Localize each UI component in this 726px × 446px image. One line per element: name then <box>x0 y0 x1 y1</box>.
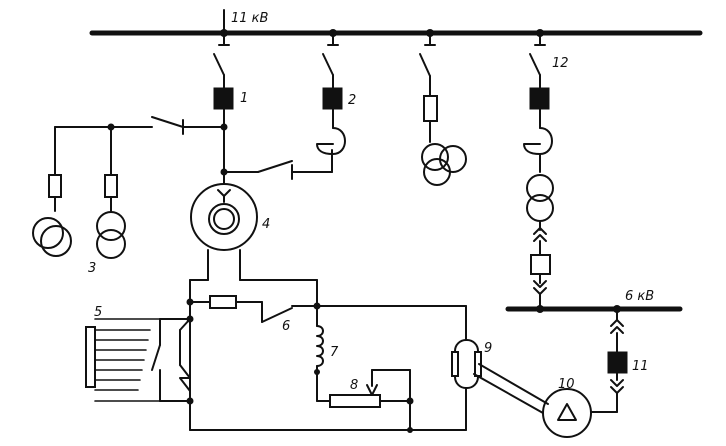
label-9: 9 <box>484 341 492 356</box>
machine-4 <box>190 183 258 281</box>
aux-transformer-branch <box>32 116 225 259</box>
feeder-11 <box>590 308 628 413</box>
label-5: 5 <box>94 305 102 320</box>
label-11kv: 11 кВ <box>231 11 269 26</box>
label-4: 4 <box>262 217 270 232</box>
label-11: 11 <box>632 359 649 374</box>
label-6: 6 <box>282 319 290 334</box>
feeder-3 <box>419 32 467 186</box>
busbar-11kv <box>89 9 703 37</box>
field-winding-5 <box>85 318 191 402</box>
aux-transformer-a-winding-2 <box>40 225 72 257</box>
label-2: 2 <box>348 93 356 108</box>
label-1: 1 <box>240 91 248 106</box>
circuit-breaker-2 <box>322 87 343 110</box>
label-8: 8 <box>350 378 358 393</box>
label-10: 10 <box>558 377 575 392</box>
exciter-9 <box>451 305 549 431</box>
circuit-breaker-12 <box>529 87 550 110</box>
feeder-1 <box>213 32 234 185</box>
bypass-link <box>223 149 333 180</box>
label-12: 12 <box>552 56 569 71</box>
feeder-2 <box>316 32 346 155</box>
aux-transformer-b-winding-1 <box>96 211 126 241</box>
excitation-circuit <box>179 267 467 433</box>
label-6kv: 6 кВ <box>625 289 654 304</box>
busbar-6kv <box>505 305 683 313</box>
label-7: 7 <box>330 345 339 360</box>
aux-transformer-b-winding-2 <box>96 229 126 259</box>
motor-10 <box>542 388 592 438</box>
feeder-12 <box>523 32 554 310</box>
aux-transformer-a-winding-1 <box>32 217 64 249</box>
circuit-breaker-1 <box>213 87 234 110</box>
label-3: 3 <box>88 261 96 276</box>
circuit-breaker-11 <box>607 351 628 374</box>
